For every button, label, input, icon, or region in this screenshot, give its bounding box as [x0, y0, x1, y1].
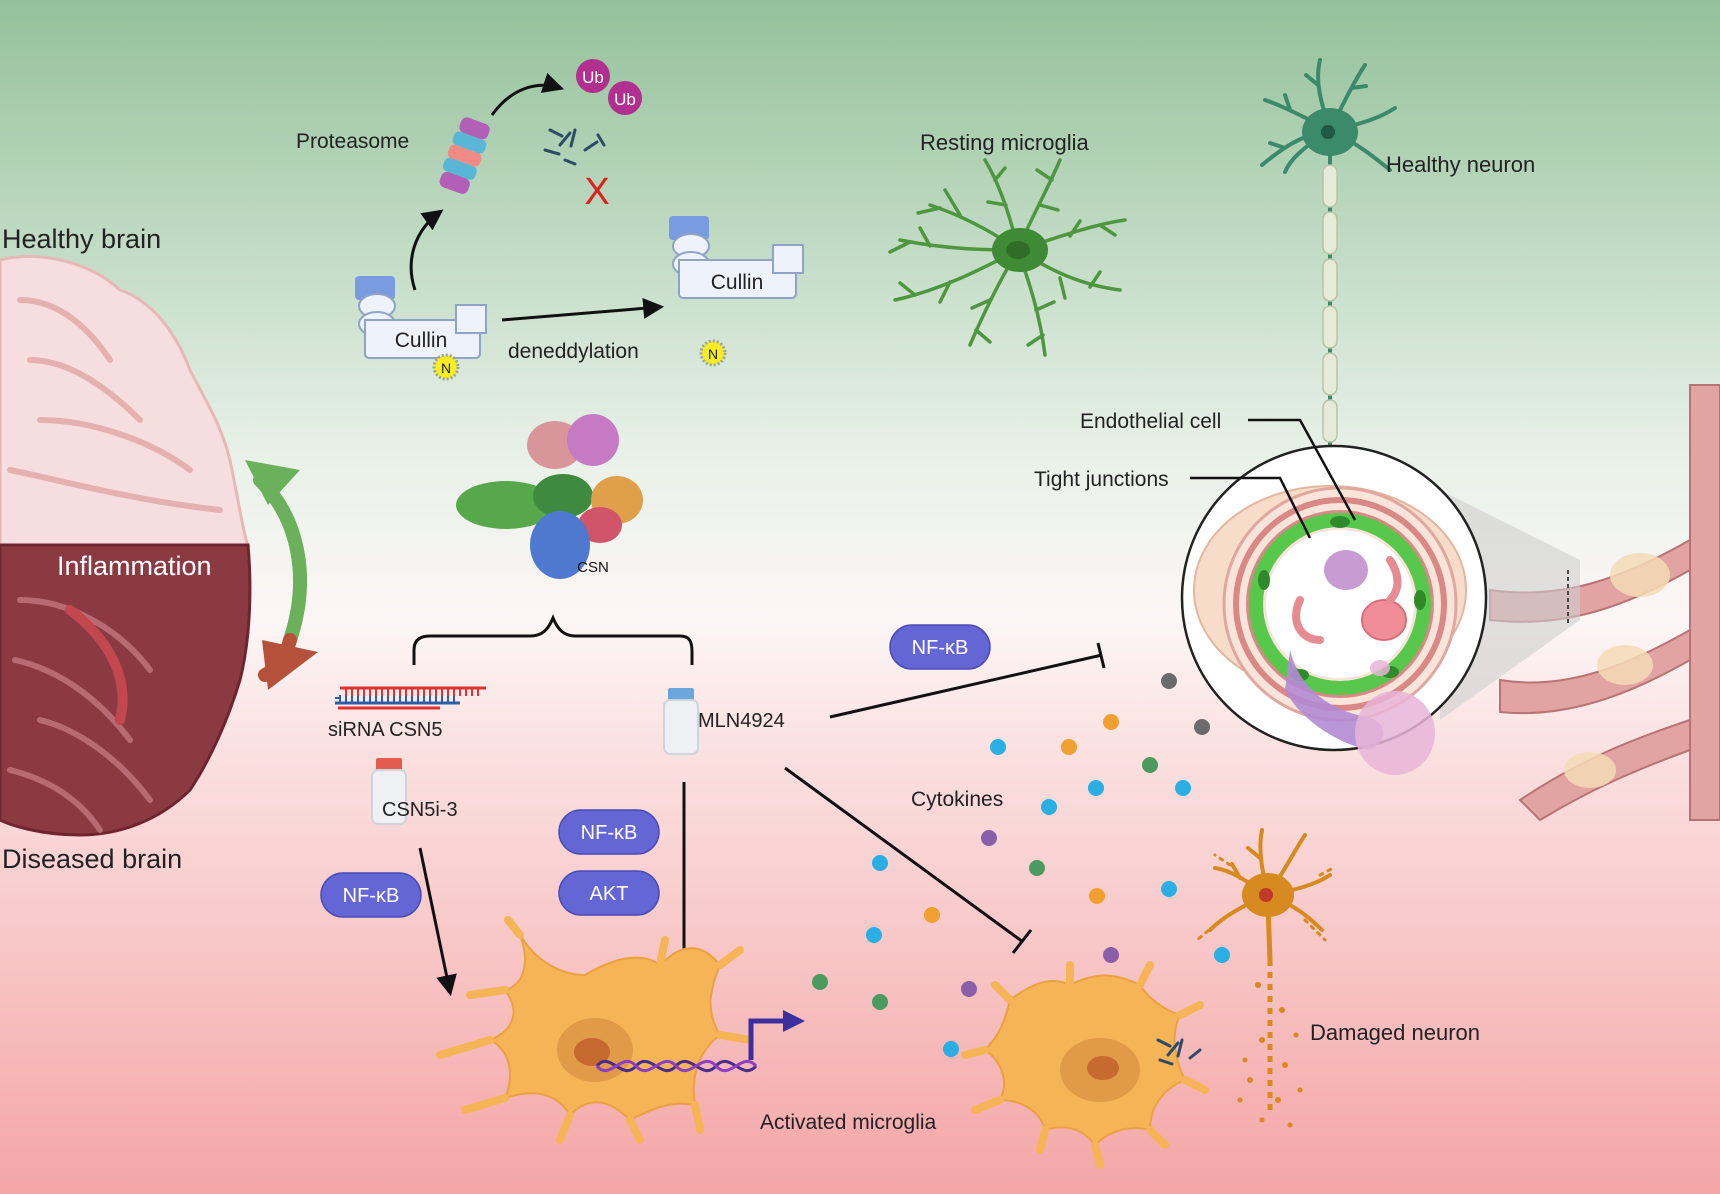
cytokine-dots [812, 673, 1230, 1057]
damaged-neuron-label: Damaged neuron [1310, 1020, 1480, 1045]
phagocytosed-debris [1156, 1038, 1202, 1066]
vessel-cross-section [1180, 444, 1488, 775]
proteasome-arrow [490, 72, 565, 116]
csn5i-vial-icon [371, 758, 407, 825]
nfkb-pill-left: NF-κB [320, 872, 422, 918]
akt-pill-label: AKT [590, 883, 629, 905]
brain-illustration [0, 255, 252, 837]
healthy-neuron-label: Healthy neuron [1386, 152, 1535, 177]
csn-protein-structure [456, 414, 643, 579]
proteasome-label: Proteasome [296, 130, 409, 153]
blocked-x-mark: X [584, 171, 609, 213]
resting-microglia-label: Resting microglia [920, 130, 1089, 155]
sirna-icon [335, 686, 486, 710]
cullin-complex-neddylated: Cullin N [355, 276, 487, 381]
vessel-leader-lines [1190, 418, 1357, 539]
damaged-neuron-cell [1195, 828, 1337, 1128]
ub-label-1: Ub [582, 68, 604, 87]
cullin-label-2: Cullin [711, 271, 764, 294]
deneddylation-arrow [501, 297, 665, 322]
transcription-start-arrow [748, 1010, 805, 1060]
mln-inhibit-bbb [829, 642, 1106, 719]
resting-microglia-nucleus [1006, 241, 1030, 259]
red-blood-cell [1361, 599, 1407, 641]
mln4924-label: MLN4924 [698, 710, 785, 732]
ubiquitin-icon-2: Ub [608, 81, 642, 115]
inflamed-tissue [65, 605, 128, 725]
csn5i-label: CSN5i-3 [382, 799, 458, 821]
activated-microglia-cell-2 [961, 961, 1209, 1169]
inflammation-label: Inflammation [57, 551, 212, 581]
endothelial-cell-label: Endothelial cell [1080, 410, 1221, 433]
sirna-label: siRNA CSN5 [328, 719, 442, 741]
leukocyte [1324, 550, 1368, 590]
nfkb-pill-right-label: NF-κB [912, 637, 969, 659]
healthy-brain-region [0, 255, 251, 547]
csn-label: CSN [577, 559, 609, 576]
deneddylation-label: deneddylation [508, 340, 639, 363]
diseased-brain-label: Diseased brain [2, 844, 182, 874]
proteasome-icon [439, 117, 490, 194]
nedd8-label-2: N [708, 346, 718, 362]
astrocyte-endfoot [1355, 691, 1435, 775]
diseased-brain-folds [7, 597, 153, 833]
activated-microglia-cell-1 [436, 916, 754, 1144]
nfkb-pill-center-label: NF-κB [581, 822, 638, 844]
inflammation-bidirectional-arrow [245, 460, 318, 690]
csn-brace [412, 614, 694, 665]
nedd8-icon-free: N [699, 339, 727, 367]
nfkb-pill-center: NF-κB [558, 809, 660, 855]
dna-helix-icon [595, 1059, 758, 1073]
nfkb-pill-right: NF-κB [889, 624, 991, 670]
cullin-label-1: Cullin [395, 329, 448, 352]
nfkb-pill-left-label: NF-κB [343, 885, 400, 907]
csn5i-activation-arrow [418, 847, 457, 997]
degraded-protein-fragments [543, 128, 606, 166]
myelin-sheath [1322, 164, 1338, 443]
cullin-complex-deneddylated: Cullin [669, 216, 804, 299]
nedd8-icon-1: N [432, 353, 460, 381]
mln4924-vial-icon [663, 688, 699, 755]
healthy-neuron-cell [1260, 58, 1397, 537]
mln-inhibit-cytokine [784, 766, 1033, 954]
nedd8-label-1: N [441, 360, 451, 376]
activated-microglia-label: Activated microglia [760, 1111, 937, 1134]
tight-junctions-label: Tight junctions [1034, 468, 1169, 491]
cullin-to-proteasome-arrow [409, 209, 444, 291]
arrow-up-head [245, 460, 300, 505]
cytokines-label: Cytokines [911, 788, 1003, 811]
ub-label-2: Ub [614, 90, 636, 109]
healthy-brain-label: Healthy brain [2, 224, 161, 254]
ubiquitin-icon-1: Ub [576, 59, 610, 93]
arrow-down-head [262, 640, 318, 690]
healthy-brain-folds [7, 297, 223, 513]
akt-pill: AKT [558, 870, 660, 916]
